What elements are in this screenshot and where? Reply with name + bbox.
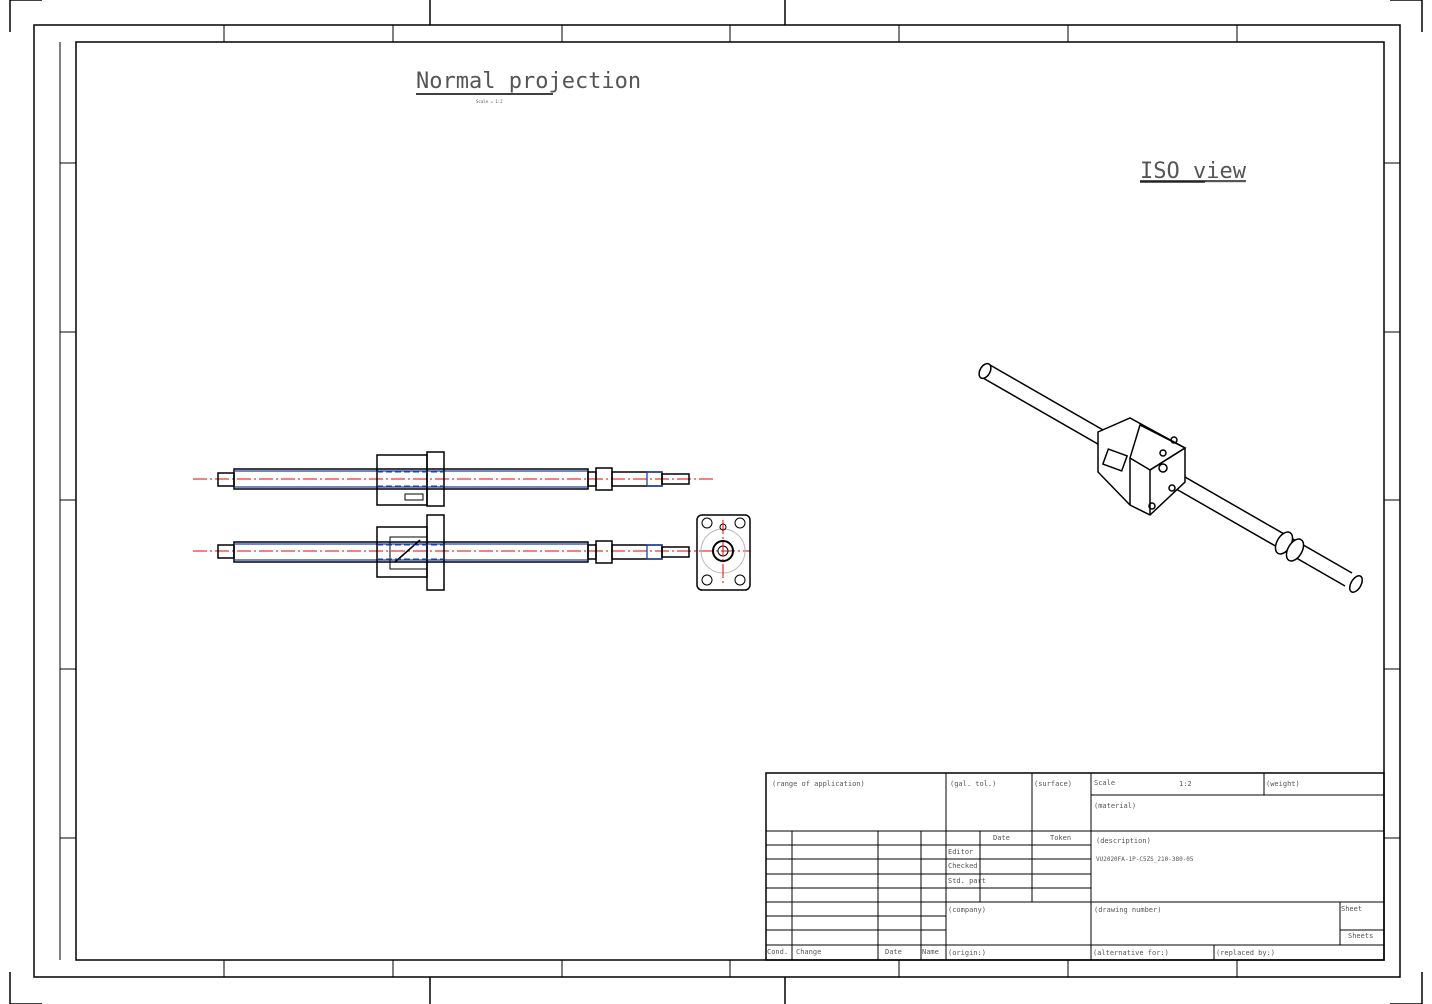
normal-projection-scale: Scale = 1:2 xyxy=(476,99,503,104)
checked-label: Checked xyxy=(948,862,978,870)
description-value: VU2020FA-1P-C5ZS_210-380-05 xyxy=(1096,856,1194,863)
description-label: (description) xyxy=(1096,837,1151,845)
surface-label: (surface) xyxy=(1034,780,1072,788)
cond-label: Cond. xyxy=(767,948,788,956)
change-label: Change xyxy=(796,948,821,956)
top-view xyxy=(193,514,750,591)
trim-marks xyxy=(9,0,1423,1004)
scale-value: 1:2 xyxy=(1179,780,1192,788)
weight-label: (weight) xyxy=(1266,780,1300,788)
tol-label: (gal. tol.) xyxy=(950,780,996,788)
normal-projection-title: Normal projection xyxy=(416,69,641,94)
sheet-label: Sheet xyxy=(1341,905,1362,913)
sheet-frame xyxy=(33,24,1401,978)
editor-label: Editor xyxy=(948,848,973,856)
std-part-label: Std. part xyxy=(948,877,986,885)
company-label: (company) xyxy=(948,906,986,914)
name-label: Name xyxy=(922,948,939,956)
token-header: Token xyxy=(1050,834,1071,842)
front-view xyxy=(193,451,715,507)
drawing-number-label: (drawing number) xyxy=(1094,906,1161,914)
material-label: (material) xyxy=(1094,802,1136,810)
iso-view-title: ISO view xyxy=(1140,159,1247,184)
iso-view xyxy=(978,362,1363,593)
title-block-text: (range of application) (gal. tol.) (surf… xyxy=(767,779,1373,957)
sheets-label: Sheets xyxy=(1348,932,1373,940)
date-label: Date xyxy=(885,948,902,956)
origin-label: (origin:) xyxy=(948,949,986,957)
scale-label: Scale xyxy=(1094,779,1115,787)
range-label: (range of application) xyxy=(772,780,865,788)
alternative-label: (alternative for:) xyxy=(1093,949,1169,957)
replaced-label: (replaced by:) xyxy=(1216,949,1275,957)
side-view xyxy=(696,514,751,591)
title-block xyxy=(765,772,1385,961)
date-header: Date xyxy=(993,834,1010,842)
